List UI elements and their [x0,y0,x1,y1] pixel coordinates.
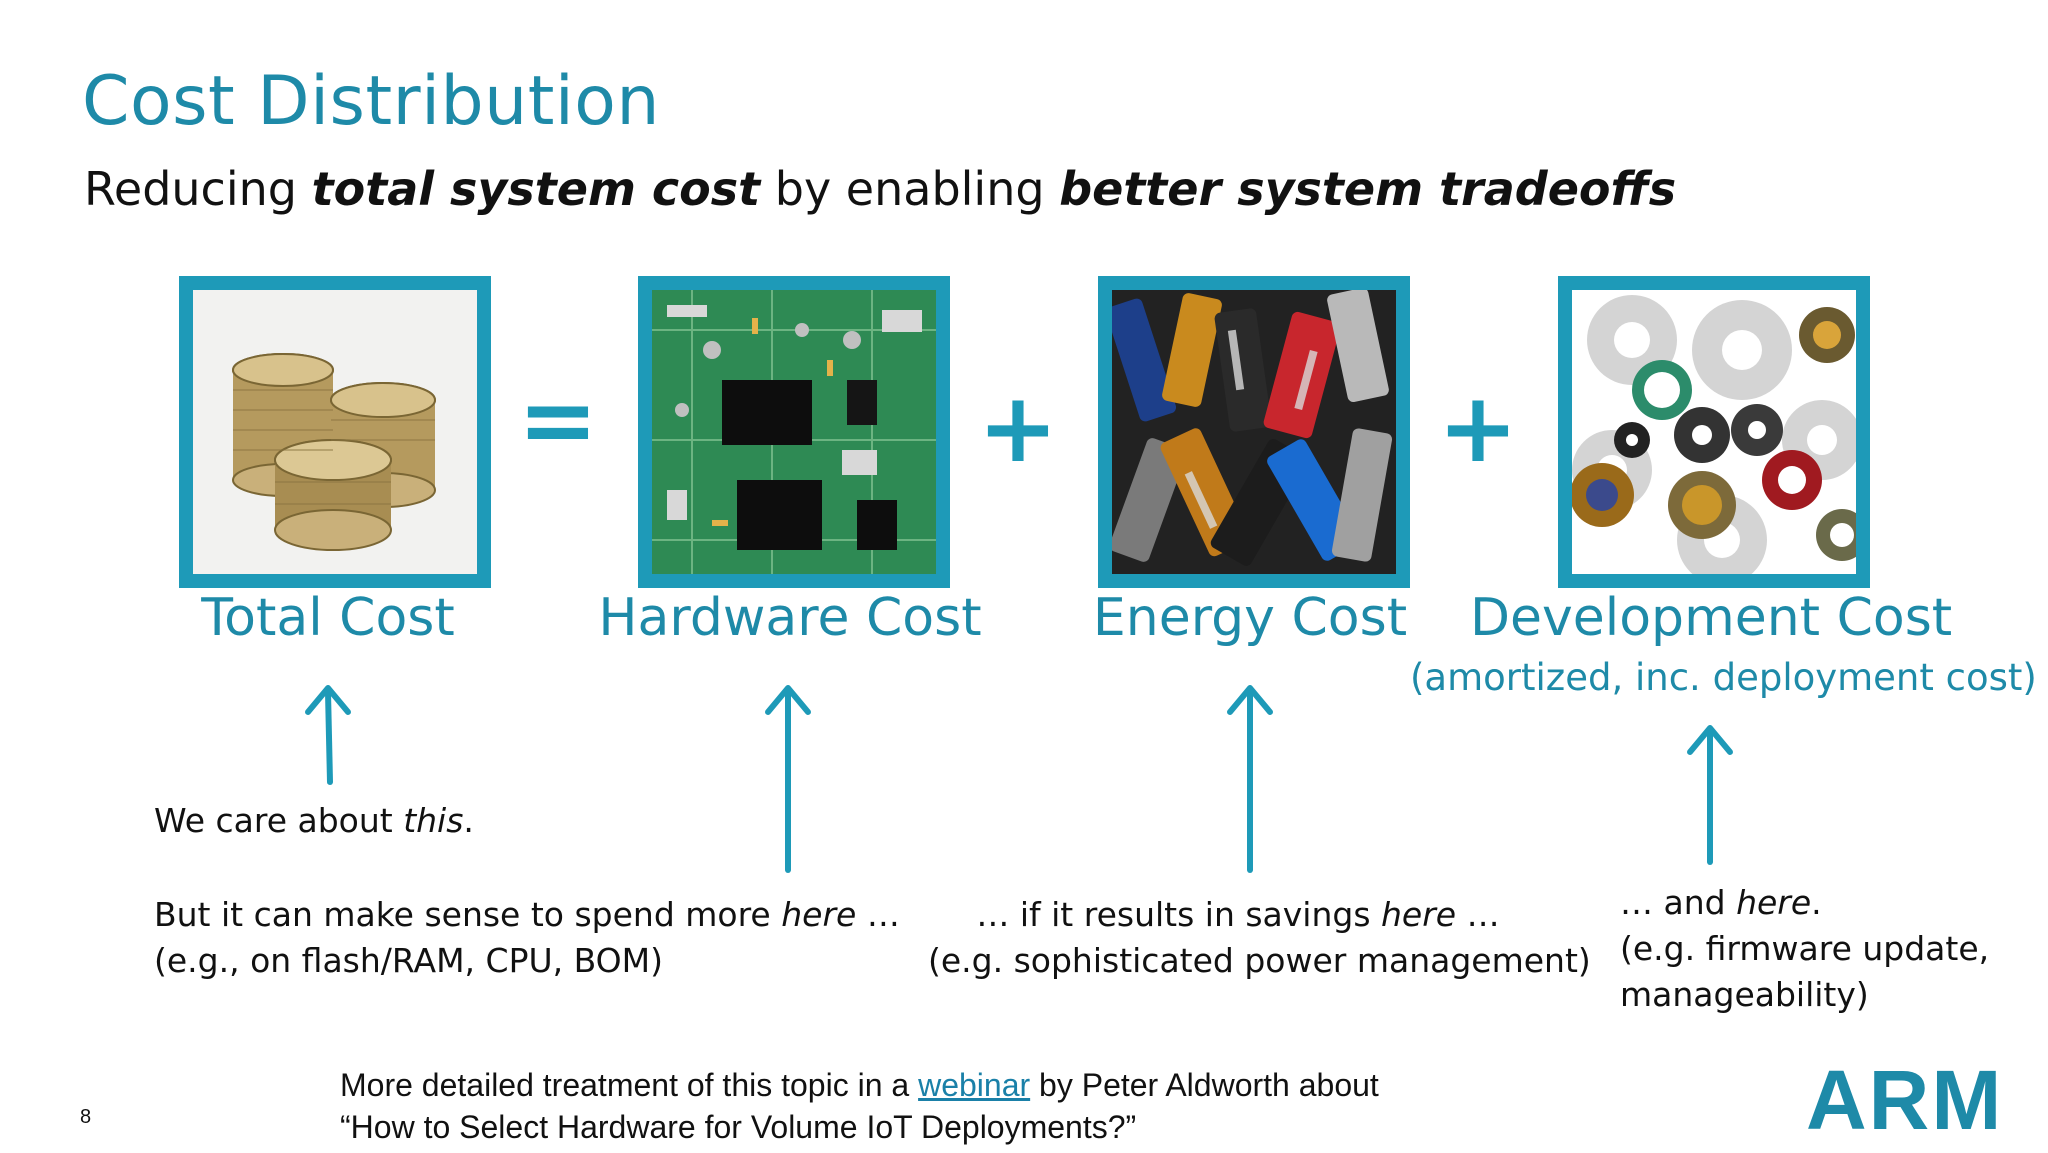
arrow-head-energy-cost [1227,685,1273,715]
note-care-text: We care about [154,801,404,840]
footer-line-1: More detailed treatment of this topic in… [340,1064,1379,1106]
footer-reference: More detailed treatment of this topic in… [340,1064,1379,1148]
label-development-cost: Development Cost [1470,588,1953,648]
gears-illustration [1572,290,1856,574]
note-spend-line: But it can make sense to spend more here… [154,892,900,938]
subtitle-emphasis-2: better system tradeoffs [1059,162,1677,216]
note-savings: … if it results in savings here … (e.g. … [928,892,1591,984]
note-savings-end: … [1456,895,1500,934]
arrow-head-total-cost [305,685,351,715]
note-spend-emphasis: here [781,895,857,934]
subtitle-emphasis-1: total system cost [311,162,761,216]
page-number: 8 [80,1106,92,1128]
note-savings-text: … if it results in savings [976,895,1382,934]
batteries-illustration [1112,290,1396,574]
note-care-emphasis: this [403,801,464,840]
note-savings-emphasis: here [1381,895,1457,934]
plus-sign-1: + [977,372,1059,484]
plus-sign-2: + [1437,372,1519,484]
label-total-cost: Total Cost [201,588,455,648]
note-savings-line: … if it results in savings here … [928,892,1548,938]
note-and-end: . [1811,883,1822,922]
coins-illustration [193,290,477,574]
label-energy-cost: Energy Cost [1092,588,1408,648]
note-and-here: … and here. (e.g. firmware update, manag… [1620,880,1989,1018]
note-and-line: … and here. [1620,880,1989,926]
circuit-board-illustration [652,290,936,574]
footer-text-1: More detailed treatment of this topic in… [340,1067,919,1103]
equals-sign: = [517,364,599,476]
slide-title: Cost Distribution [82,62,660,141]
gears-image [1558,276,1870,588]
label-hardware-cost: Hardware Cost [598,588,982,648]
note-spend-example: (e.g., on flash/RAM, CPU, BOM) [154,941,663,980]
note-spend-end: … [856,895,900,934]
arrow-head-development-cost [1687,725,1733,755]
coins-stack-image [179,276,491,588]
subtitle-text-2: by enabling [760,162,1060,216]
note-savings-example: (e.g. sophisticated power management) [928,941,1591,980]
note-care-end: . [463,801,474,840]
arrow-total-cost [325,689,333,785]
circuit-board-image [638,276,950,588]
note-and-example-2: manageability) [1620,975,1869,1014]
note-and-emphasis: here [1736,883,1812,922]
note-and-example-1: (e.g. firmware update, [1620,929,1990,968]
slide-subtitle: Reducing total system cost by enabling b… [84,162,1676,216]
footer-text-2: by Peter Aldworth about [1030,1067,1379,1103]
arrow-head-hardware-cost [765,685,811,715]
note-and-text: … and [1620,883,1737,922]
note-care-about: We care about this. [154,798,474,844]
batteries-image [1098,276,1410,588]
note-spend-more: But it can make sense to spend more here… [154,892,900,984]
sublabel-development-cost: (amortized, inc. deployment cost) [1410,656,2037,699]
webinar-link[interactable]: webinar [918,1067,1031,1103]
arm-logo: ARM [1806,1053,2004,1147]
footer-line-2: “How to Select Hardware for Volume IoT D… [340,1109,1137,1145]
subtitle-text-1: Reducing [84,162,312,216]
note-spend-text: But it can make sense to spend more [154,895,782,934]
